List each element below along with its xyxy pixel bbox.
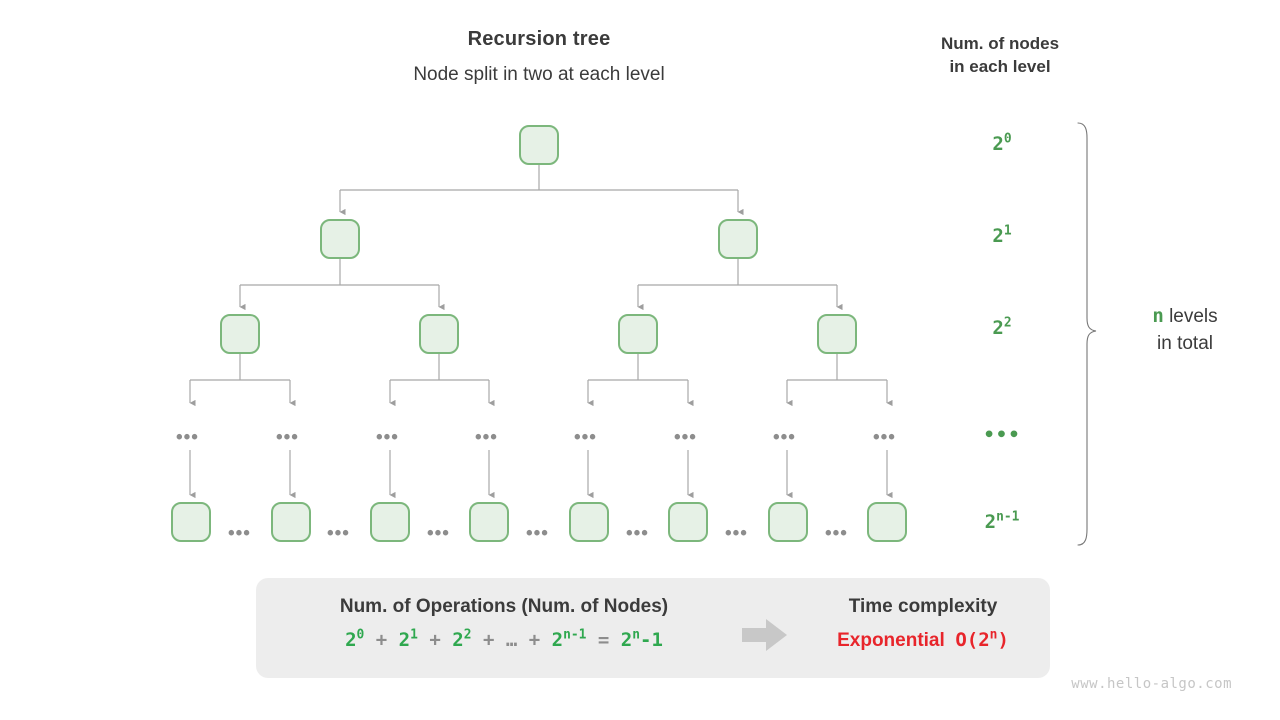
level-count-label-0: 20 [942,133,1062,155]
operations-formula: 20 + 21 + 22 + … + 2n-1 = 2n-1 [276,629,732,651]
page-subtitle: Node split in two at each level [413,64,665,85]
levels-word: levels [1169,306,1218,327]
complexity-value: Exponential O(2n) [796,629,1050,652]
right-arrow-icon [742,619,787,651]
tree-node [370,502,410,542]
tree-level-ellipsis: ••• [475,427,498,448]
level-count-label-ellipsis: ••• [983,424,1021,446]
tree-level-ellipsis: ••• [276,427,299,448]
tree-level-ellipsis: ••• [674,427,697,448]
tree-row-ellipsis: ••• [427,523,450,544]
formula-equals: = [597,629,610,651]
formula-term-last: 2n-1 [551,627,587,651]
formula-op-1: + [375,629,388,651]
tree-node [519,125,559,165]
tree-node [768,502,808,542]
total-levels-line2: in total [1157,333,1213,354]
total-levels-annotation: n levels in total [1100,303,1270,357]
tree-level-ellipsis: ••• [176,427,199,448]
level-count-exponent: 0 [1003,131,1012,147]
tree-row-ellipsis: ••• [327,523,350,544]
summary-panel [256,578,1050,678]
node-count-title-line2: in each level [949,57,1051,76]
node-count-column-title: Num. of nodes in each level [900,32,1100,78]
level-count-label-2: 22 [942,317,1062,339]
formula-op-3: + [482,629,495,651]
tree-node [867,502,907,542]
level-count-base: 2 [992,133,1004,155]
total-levels-line1: n levels [1100,303,1270,330]
level-count-label-last: 2n-1 [942,511,1062,533]
tree-node [171,502,211,542]
levels-variable: n [1152,305,1164,327]
tree-level-ellipsis: ••• [574,427,597,448]
tree-row-ellipsis: ••• [725,523,748,544]
operations-summary: Num. of Operations (Num. of Nodes) 20 + … [276,596,732,651]
tree-level-ellipsis: ••• [376,427,399,448]
tree-level-ellipsis: ••• [873,427,896,448]
tree-row-ellipsis: ••• [526,523,549,544]
tree-node [618,314,658,354]
formula-ellipsis: … [505,629,518,651]
level-count-base: 2 [992,225,1004,247]
node-count-title-line1: Num. of nodes [940,34,1060,53]
operations-heading: Num. of Operations (Num. of Nodes) [339,596,669,617]
formula-term-1: 21 [398,627,418,651]
formula-op-2: + [429,629,441,651]
complexity-word: Exponential [837,630,945,651]
tree-node [271,502,311,542]
tree-node [569,502,609,542]
page-title: Recursion tree [467,28,611,50]
tree-node [220,314,260,354]
level-count-base: 2 [992,317,1004,339]
formula-term-2: 22 [452,627,472,651]
levels-brace [1077,122,1097,546]
level-count-base: 2 [984,511,997,533]
complexity-summary: Time complexity Exponential O(2n) [796,596,1050,652]
tree-node [419,314,459,354]
tree-node [320,219,360,259]
level-count-label-1: 21 [942,225,1062,247]
level-count-exponent: n-1 [996,509,1020,525]
tree-node [469,502,509,542]
tree-row-ellipsis: ••• [626,523,649,544]
complexity-big-o: O(2n) [955,627,1009,651]
tree-node [817,314,857,354]
watermark: www.hello-algo.com [1071,676,1232,692]
formula-result: 2n-1 [620,627,663,651]
tree-row-ellipsis: ••• [228,523,251,544]
level-count-exponent: 1 [1003,223,1012,239]
level-count-exponent: 2 [1003,315,1012,331]
formula-term-0: 20 [345,627,365,651]
tree-row-ellipsis: ••• [825,523,848,544]
complexity-heading: Time complexity [848,596,998,617]
tree-node [718,219,758,259]
formula-op-4: + [528,629,541,651]
tree-level-ellipsis: ••• [773,427,796,448]
tree-node [668,502,708,542]
